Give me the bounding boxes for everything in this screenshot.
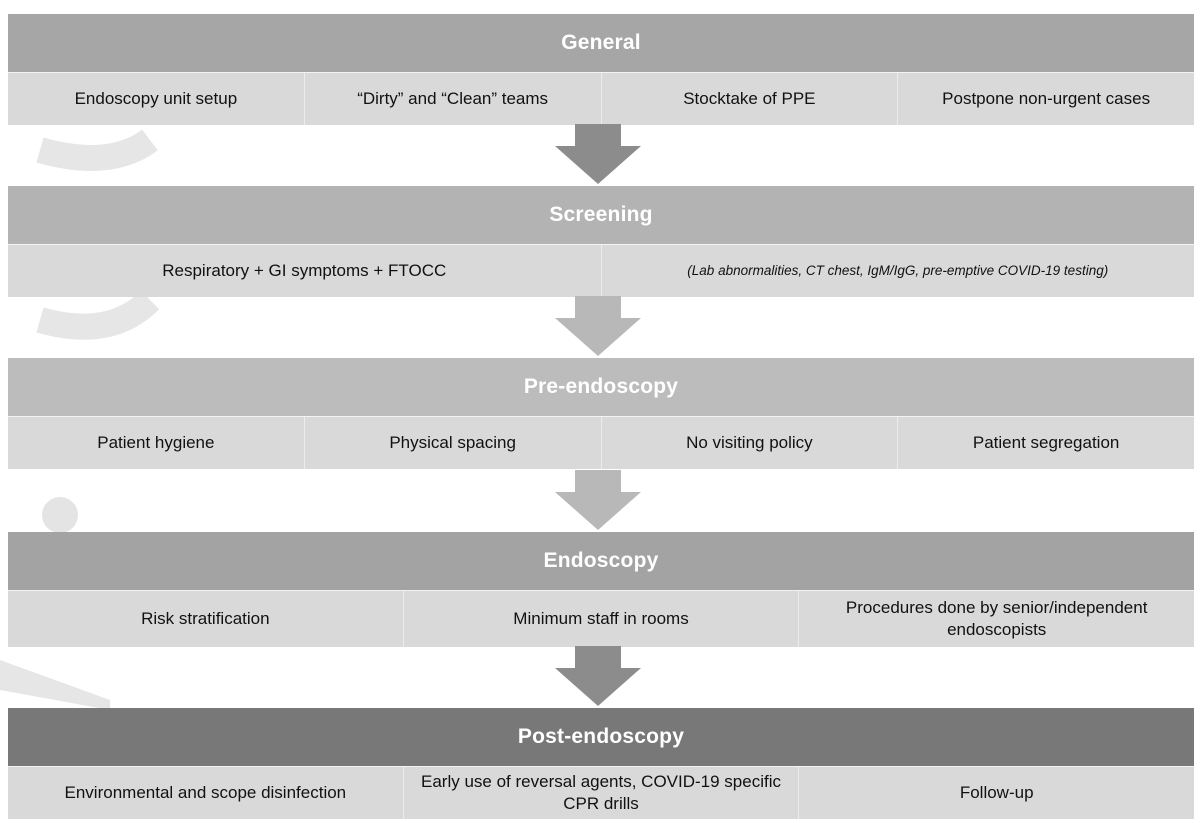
- item-reversal-agents: Early use of reversal agents, COVID-19 s…: [402, 767, 799, 819]
- item-lab-abnormalities: (Lab abnormalities, CT chest, IgM/IgG, p…: [600, 245, 1195, 297]
- item-postpone-cases: Postpone non-urgent cases: [897, 73, 1194, 125]
- stage-general-items: Endoscopy unit setup “Dirty” and “Clean”…: [8, 72, 1194, 125]
- down-arrow-icon: [555, 470, 641, 530]
- stage-post-endoscopy-title: Post-endoscopy: [517, 725, 685, 748]
- item-no-visiting-policy: No visiting policy: [600, 417, 898, 469]
- item-risk-stratification: Risk stratification: [141, 609, 270, 628]
- stage-endoscopy-title: Endoscopy: [543, 549, 659, 572]
- stage-endoscopy: Endoscopy Risk stratification Minimum st…: [8, 532, 1194, 647]
- stage-pre-endoscopy-items: Patient hygiene Physical spacing No visi…: [8, 416, 1194, 469]
- item-stocktake-ppe: Stocktake of PPE: [600, 73, 898, 125]
- down-arrow-icon: [555, 296, 641, 356]
- stage-post-endoscopy: Post-endoscopy Environmental and scope d…: [8, 708, 1194, 819]
- stage-endoscopy-header: Endoscopy: [8, 532, 1194, 590]
- stage-screening-title: Screening: [549, 203, 653, 226]
- item-patient-segregation: Patient segregation: [897, 417, 1194, 469]
- stage-post-endoscopy-items: Environmental and scope disinfection Ear…: [8, 766, 1194, 819]
- stage-screening: Screening Respiratory + GI symptoms + FT…: [8, 186, 1194, 297]
- stage-post-endoscopy-header: Post-endoscopy: [8, 708, 1194, 766]
- down-arrow-icon: [555, 124, 641, 184]
- item-disinfection: Environmental and scope disinfection: [64, 783, 347, 802]
- stage-endoscopy-items: Risk stratification Minimum staff in roo…: [8, 590, 1194, 647]
- item-patient-hygiene: Patient hygiene: [97, 433, 215, 452]
- item-minimum-staff: Minimum staff in rooms: [402, 591, 799, 647]
- item-endoscopy-unit-setup: Endoscopy unit setup: [74, 89, 238, 108]
- item-respiratory-gi-symptoms: Respiratory + GI symptoms + FTOCC: [162, 261, 447, 280]
- down-arrow-icon: [555, 646, 641, 706]
- stage-pre-endoscopy-header: Pre-endoscopy: [8, 358, 1194, 416]
- stage-pre-endoscopy-title: Pre-endoscopy: [523, 375, 679, 398]
- stage-general-title: General: [561, 31, 641, 54]
- stage-general: General Endoscopy unit setup “Dirty” and…: [8, 14, 1194, 125]
- item-dirty-clean-teams: “Dirty” and “Clean” teams: [303, 73, 601, 125]
- stage-screening-items: Respiratory + GI symptoms + FTOCC (Lab a…: [8, 244, 1194, 297]
- stage-pre-endoscopy: Pre-endoscopy Patient hygiene Physical s…: [8, 358, 1194, 469]
- stage-screening-header: Screening: [8, 186, 1194, 244]
- item-senior-endoscopists: Procedures done by senior/independent en…: [798, 591, 1194, 647]
- item-physical-spacing: Physical spacing: [303, 417, 601, 469]
- item-follow-up: Follow-up: [798, 767, 1194, 819]
- stage-general-header: General: [8, 14, 1194, 72]
